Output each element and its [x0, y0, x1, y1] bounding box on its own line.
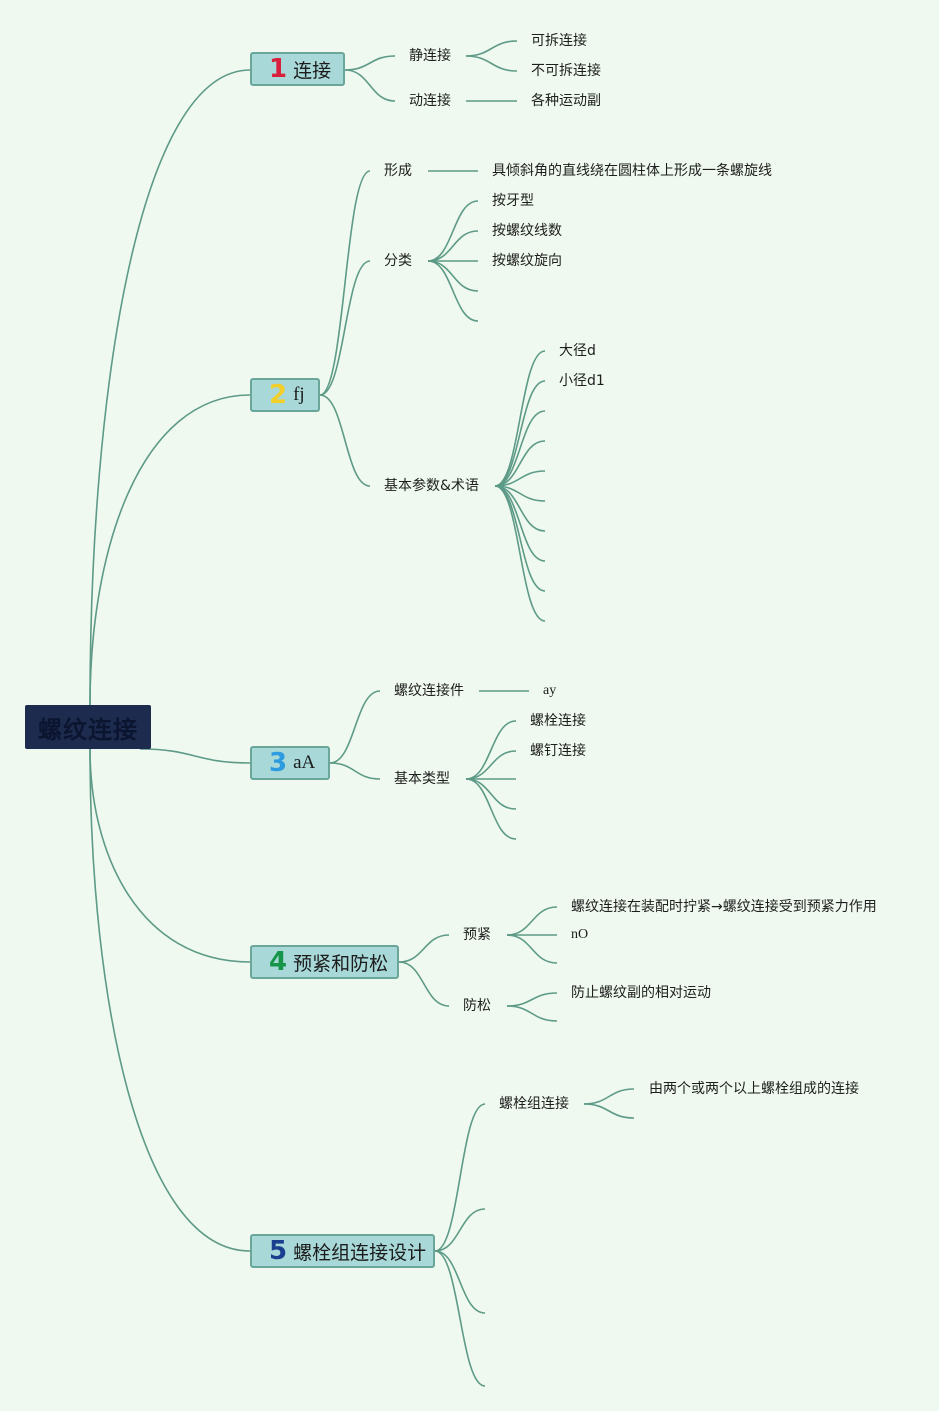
- branch-1-number: 1: [269, 54, 288, 84]
- node-preload[interactable]: 预紧: [463, 927, 491, 943]
- branch-3-number: 3: [269, 748, 288, 778]
- link-b5-child-0: [434, 1103, 486, 1252]
- branch-3-label: aA: [293, 752, 316, 773]
- link-root-to-branch-1: [89, 69, 251, 706]
- link-b2-class-1: [427, 230, 479, 262]
- node-screw-connection[interactable]: 螺钉连接: [530, 743, 586, 759]
- root-topic-label: 螺纹连接: [38, 715, 138, 744]
- node-preload-sub[interactable]: nO: [571, 927, 589, 942]
- link-b3-types: [329, 762, 381, 780]
- link-b5-child-3: [434, 1250, 486, 1387]
- branch-4-topic[interactable]: 4 预紧和防松: [250, 945, 399, 979]
- link-b2-classification: [319, 260, 371, 396]
- branch-2-number: 2: [269, 380, 288, 410]
- link-b4-antiloose-0: [506, 992, 558, 1007]
- link-b5-child-1: [434, 1208, 486, 1252]
- node-minor-diameter[interactable]: 小径d1: [559, 373, 605, 389]
- node-anti-loosening-desc[interactable]: 防止螺纹副的相对运动: [571, 985, 711, 1001]
- node-formation[interactable]: 形成: [384, 163, 412, 179]
- link-b3-fasteners: [329, 690, 381, 764]
- branch-4-label: 预紧和防松: [293, 952, 389, 975]
- node-fasteners-sub[interactable]: ay: [543, 683, 557, 698]
- link-b2-param-8: [494, 485, 546, 592]
- link-b2-param-3: [494, 440, 546, 487]
- link-b1-dynamic: [344, 69, 396, 102]
- node-detachable[interactable]: 可拆连接: [531, 33, 587, 49]
- root-topic[interactable]: 螺纹连接: [25, 705, 151, 749]
- link-b3-type-3: [465, 778, 517, 810]
- link-b1-detachable: [465, 40, 518, 57]
- node-bolt-group-desc[interactable]: 由两个或两个以上螺栓组成的连接: [649, 1081, 859, 1097]
- node-anti-loosening[interactable]: 防松: [463, 998, 491, 1014]
- link-b4-antiloose-1: [506, 1005, 558, 1022]
- node-basic-types[interactable]: 基本类型: [394, 771, 450, 787]
- branch-3-topic[interactable]: 3 aA: [250, 746, 330, 780]
- link-b3-type-1: [465, 750, 517, 780]
- link-b3-type-0: [465, 720, 517, 780]
- node-non-detachable[interactable]: 不可拆连接: [531, 63, 601, 79]
- link-b5-child-2: [434, 1250, 486, 1314]
- node-major-diameter[interactable]: 大径d: [559, 343, 596, 359]
- link-b5-group-0: [583, 1088, 635, 1105]
- node-motion-pairs[interactable]: 各种运动副: [531, 93, 601, 109]
- link-b2-class-4: [427, 260, 479, 322]
- link-b1-non-detachable: [465, 55, 518, 72]
- link-b2-param-9: [494, 485, 546, 622]
- link-b5-group-1: [583, 1103, 635, 1119]
- link-root-to-branch-2: [89, 394, 251, 706]
- branch-5-number: 5: [269, 1236, 288, 1266]
- link-b2-param-0: [494, 350, 546, 487]
- link-b2-param-1: [494, 380, 546, 487]
- node-formation-desc[interactable]: 具倾斜角的直线绕在圆柱体上形成一条螺旋线: [492, 163, 772, 179]
- branch-4-number: 4: [269, 947, 288, 977]
- link-b1-static: [344, 55, 396, 71]
- link-b4-preload: [398, 934, 450, 963]
- node-by-thread-count[interactable]: 按螺纹线数: [492, 223, 562, 239]
- node-bolt-connection[interactable]: 螺栓连接: [530, 713, 586, 729]
- link-b3-type-4: [465, 778, 517, 840]
- link-b4-antiloose: [398, 961, 450, 1007]
- link-b2-class-3: [427, 260, 479, 292]
- link-b4-preload-0: [506, 906, 558, 936]
- node-static-connection[interactable]: 静连接: [409, 48, 451, 64]
- branch-2-topic[interactable]: 2 fj: [250, 378, 320, 412]
- node-by-profile[interactable]: 按牙型: [492, 193, 534, 209]
- link-b4-preload-2: [506, 934, 558, 964]
- link-b2-param-2: [494, 410, 546, 487]
- branch-5-topic[interactable]: 5 螺栓组连接设计: [250, 1234, 435, 1268]
- node-dynamic-connection[interactable]: 动连接: [409, 93, 451, 109]
- node-bolt-group[interactable]: 螺栓组连接: [499, 1096, 569, 1112]
- link-root-to-branch-3: [139, 748, 251, 764]
- node-parameters[interactable]: 基本参数&术语: [384, 478, 479, 494]
- node-fasteners[interactable]: 螺纹连接件: [394, 683, 464, 699]
- branch-5-label: 螺栓组连接设计: [293, 1241, 427, 1264]
- node-preload-desc[interactable]: 螺纹连接在装配时拧紧→螺纹连接受到预紧力作用: [571, 899, 877, 915]
- link-root-to-branch-4: [89, 748, 251, 963]
- node-by-direction[interactable]: 按螺纹旋向: [492, 253, 562, 269]
- node-classification[interactable]: 分类: [384, 253, 412, 269]
- link-b2-formation: [319, 170, 371, 396]
- branch-2-label: fj: [293, 384, 305, 405]
- link-b2-parameters: [319, 394, 371, 487]
- branch-1-topic[interactable]: 1 连接: [250, 52, 345, 86]
- link-root-to-branch-5: [89, 748, 251, 1252]
- branch-1-label: 连接: [293, 59, 332, 82]
- link-b2-class-0: [427, 200, 479, 262]
